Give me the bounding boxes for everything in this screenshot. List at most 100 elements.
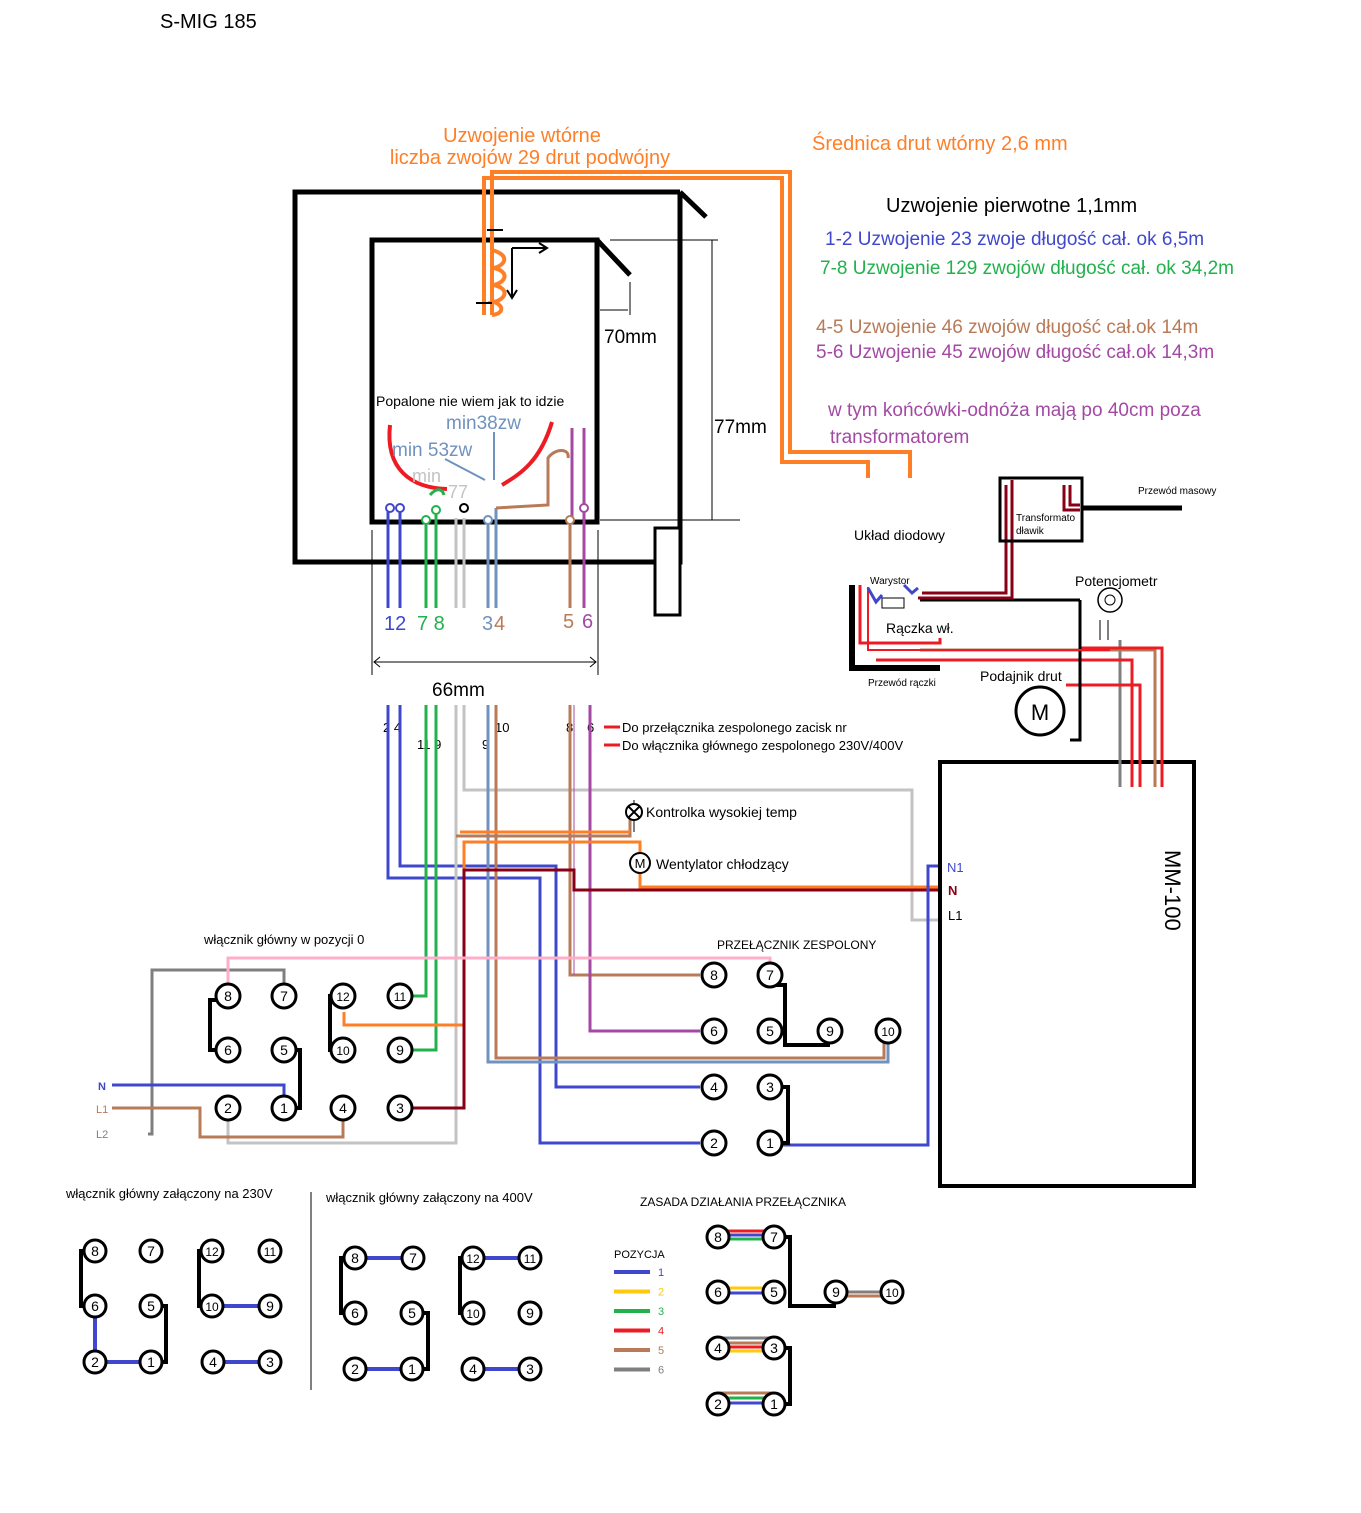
terminal-6: 6: [700, 1017, 728, 1045]
mm100-board: [938, 760, 1196, 1188]
svg-text:4: 4: [339, 1100, 347, 1116]
terminal-9: 9: [823, 1279, 849, 1305]
terminal-9: 9: [386, 1036, 414, 1064]
terminal-6: 6: [705, 1279, 731, 1305]
svg-text:5: 5: [770, 1284, 778, 1300]
board-n1: N1: [947, 860, 964, 875]
svg-text:8: 8: [714, 1229, 722, 1245]
terminal-7: 7: [270, 982, 298, 1010]
leads-note-1: w tym końcówki-odnóża mają po 40cm poza: [827, 400, 1201, 421]
svg-text:6: 6: [91, 1298, 99, 1314]
bus-label-11-9: 11 9: [417, 737, 441, 752]
term-label-12: 12: [384, 613, 406, 635]
position-title: POZYCJA: [614, 1249, 665, 1261]
primary-leads: [386, 428, 586, 608]
terminal-8: 8: [342, 1245, 368, 1271]
terminal-7: 7: [138, 1238, 164, 1264]
svg-text:2: 2: [714, 1396, 722, 1412]
terminal-1: 1: [399, 1356, 425, 1382]
svg-text:2: 2: [351, 1361, 359, 1377]
terminal-10: 10: [874, 1017, 902, 1045]
secondary-turns: liczba zwojów 29 drut podwójny: [390, 147, 670, 169]
polarity-marks: [476, 229, 549, 304]
terminal-10: 10: [879, 1279, 905, 1305]
svg-text:8: 8: [710, 967, 718, 983]
fan-motor-icon: M: [629, 852, 651, 874]
board-n: N: [948, 883, 957, 898]
dimension-lines: [371, 239, 740, 675]
svg-text:10: 10: [881, 1025, 895, 1039]
dim-66mm: 66mm: [432, 680, 485, 701]
peripheral-wiring: [849, 480, 1182, 787]
terminal-3: 3: [386, 1094, 414, 1122]
terminal-7: 7: [400, 1245, 426, 1271]
label-min38: min38zw: [446, 413, 521, 434]
choke-box: [998, 476, 1084, 543]
terminal-2: 2: [705, 1391, 731, 1417]
svg-text:12: 12: [336, 990, 350, 1004]
terminal-6: 6: [342, 1300, 368, 1326]
terminal-3: 3: [756, 1073, 784, 1101]
terminal-5: 5: [756, 1017, 784, 1045]
terminal-11: 11: [517, 1245, 543, 1271]
label-77: 77: [448, 482, 468, 502]
svg-text:1: 1: [770, 1396, 778, 1412]
dim-77mm: 77mm: [714, 417, 767, 438]
term-label-5: 5: [563, 611, 574, 633]
terminal-7: 7: [756, 961, 784, 989]
svg-text:9: 9: [832, 1284, 840, 1300]
min53-pointer: [444, 458, 486, 481]
svg-text:2: 2: [224, 1100, 232, 1116]
legend-label-6: 6: [658, 1365, 664, 1377]
svg-text:3: 3: [266, 1354, 274, 1370]
terminal-5: 5: [138, 1293, 164, 1319]
potentiometer-icon: [1097, 587, 1123, 613]
terminal-8: 8: [82, 1238, 108, 1264]
varistor-icon: [881, 597, 905, 609]
svg-text:9: 9: [826, 1023, 834, 1039]
legend-label-1: 1: [658, 1267, 664, 1279]
svg-text:7: 7: [409, 1250, 417, 1266]
legend-label-3: 3: [658, 1306, 664, 1318]
svg-text:5: 5: [147, 1298, 155, 1314]
diode-label: Układ diodowy: [854, 527, 945, 543]
board-label: MM-100: [1160, 850, 1185, 931]
svg-text:1: 1: [408, 1361, 416, 1377]
burnt-wire-right: [500, 421, 554, 487]
svg-text:9: 9: [526, 1305, 534, 1321]
label-min: min: [412, 466, 441, 486]
svg-text:4: 4: [469, 1361, 477, 1377]
trigger-label: Rączka wł.: [886, 620, 954, 636]
svg-text:4: 4: [710, 1079, 718, 1095]
svg-text:10: 10: [336, 1044, 350, 1058]
svg-text:3: 3: [396, 1100, 404, 1116]
terminal-1: 1: [756, 1129, 784, 1157]
svg-text:5: 5: [766, 1023, 774, 1039]
sw230-title: włącznik główny załączony na 230V: [65, 1186, 273, 1201]
combo-switch-title: PRZEŁĄCZNIK ZESPOLONY: [717, 938, 876, 952]
svg-text:M: M: [635, 856, 646, 871]
lamp-icon: [625, 803, 643, 821]
bus-note-1: Do przełącznika zespolonego zacisk nr: [622, 720, 847, 735]
svg-text:1: 1: [147, 1354, 155, 1370]
main-switch-title: włącznik główny w pozycji 0: [203, 932, 364, 947]
term-label-3: 3: [482, 613, 493, 635]
svg-text:11: 11: [264, 1245, 277, 1259]
burnt-wire-left: [387, 424, 448, 491]
dim-70mm: 70mm: [604, 327, 657, 348]
terminal-2: 2: [82, 1349, 108, 1375]
svg-text:1: 1: [280, 1100, 288, 1116]
terminal-8: 8: [700, 961, 728, 989]
svg-text:3: 3: [770, 1340, 778, 1356]
svg-text:4: 4: [209, 1354, 217, 1370]
terminal-5: 5: [270, 1036, 298, 1064]
svg-text:12: 12: [205, 1245, 219, 1259]
terminal-9: 9: [257, 1293, 283, 1319]
mains-l1-label: L1: [96, 1104, 108, 1116]
legend-label-4: 4: [658, 1326, 664, 1338]
terminal-11: 11: [386, 982, 414, 1010]
svg-text:9: 9: [266, 1298, 274, 1314]
terminal-5: 5: [761, 1279, 787, 1305]
